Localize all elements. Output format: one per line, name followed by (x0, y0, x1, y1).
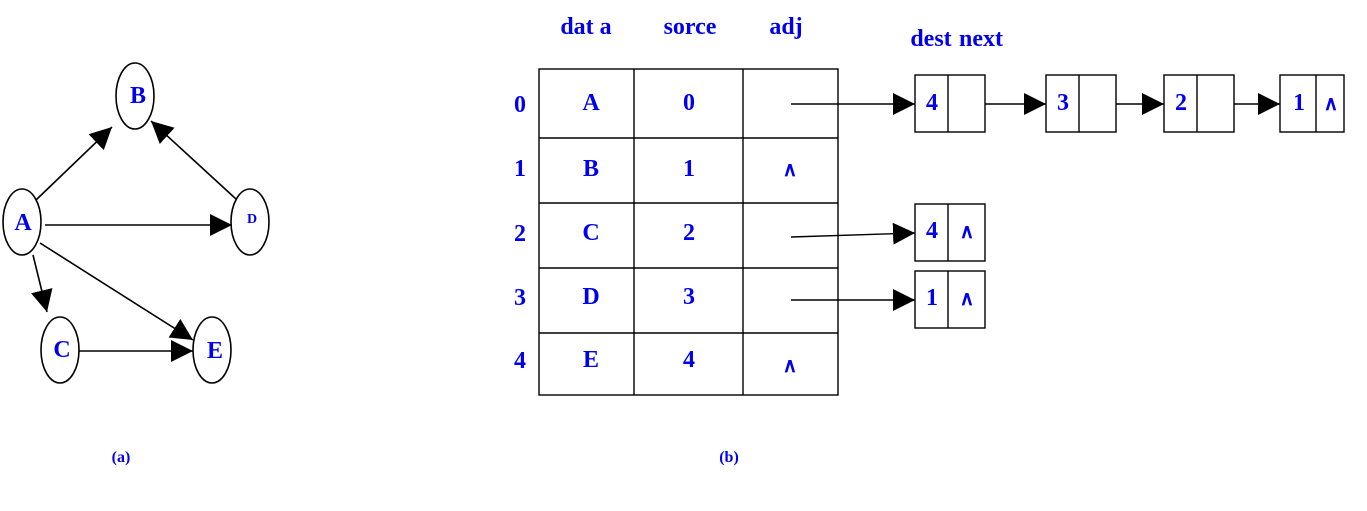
list-node: 4 (914, 74, 986, 133)
node-label: A (14, 210, 32, 236)
edge-a-e (39, 242, 194, 341)
next-value: ∧ (960, 221, 975, 243)
row-index: 3 (514, 285, 526, 311)
node-label: B (130, 83, 146, 109)
table-headers: dat a sorce adj dest next (560, 14, 1003, 52)
list-node: 4 ∧ (914, 203, 986, 262)
table-row: 1 B 1 ∧ (514, 156, 797, 182)
pointer-arrow (790, 222, 916, 245)
header-data: dat a (560, 14, 611, 40)
dest-value: 1 (926, 285, 938, 311)
cell-data: E (583, 347, 599, 373)
header-dest: dest (910, 26, 951, 52)
dest-value: 2 (1175, 90, 1187, 116)
row-index: 4 (514, 348, 526, 374)
adjacency-table (538, 68, 839, 396)
cell-adj: ∧ (783, 355, 798, 377)
node-label: C (53, 337, 70, 363)
dest-value: 1 (1293, 90, 1305, 116)
table-row: 2 C 2 (514, 220, 695, 247)
graph-node-a: A (2, 188, 42, 256)
row-index: 0 (514, 92, 526, 118)
cell-adj: ∧ (783, 159, 798, 181)
cell-data: D (582, 284, 599, 310)
dest-value: 3 (1057, 90, 1069, 116)
caption-b: (b) (719, 449, 739, 466)
edge-a-b (35, 126, 113, 201)
graph-nodes: B A D C E (2, 62, 270, 384)
dest-value: 4 (926, 218, 938, 244)
table-row: 0 A 0 (514, 90, 695, 118)
cell-sorce: 1 (683, 156, 695, 182)
cell-data: A (582, 90, 600, 116)
graph-node-b: B (115, 62, 155, 130)
cell-sorce: 2 (683, 220, 695, 246)
table-row: 4 E 4 ∧ (514, 347, 797, 377)
graph-node-d: D (230, 188, 270, 256)
list-node: 1 ∧ (914, 270, 986, 329)
row-index: 1 (514, 156, 526, 182)
cell-data: C (582, 220, 599, 246)
dest-value: 4 (926, 90, 938, 116)
header-next: next (959, 26, 1003, 52)
graph-node-e: E (192, 316, 232, 384)
node-label: D (247, 212, 257, 227)
graph-edges (31, 120, 237, 362)
cell-sorce: 4 (683, 347, 695, 373)
list-node: 2 (1163, 74, 1235, 133)
table-row: 3 D 3 (514, 284, 695, 311)
list-pointers (790, 93, 1280, 311)
list-node: 3 (1045, 74, 1117, 133)
cell-sorce: 0 (683, 90, 695, 116)
cell-sorce: 3 (683, 284, 695, 310)
cell-data: B (583, 156, 599, 182)
node-label: E (207, 338, 223, 364)
header-adj: adj (769, 14, 802, 40)
edge-a-c (31, 254, 53, 313)
caption-a: (a) (112, 449, 131, 466)
edge-d-b (150, 120, 237, 200)
list-node: 1 ∧ (1279, 74, 1345, 133)
next-value: ∧ (1324, 93, 1339, 115)
graph-node-c: C (40, 316, 80, 384)
header-sorce: sorce (664, 14, 717, 40)
row-index: 2 (514, 221, 526, 247)
next-value: ∧ (960, 288, 975, 310)
